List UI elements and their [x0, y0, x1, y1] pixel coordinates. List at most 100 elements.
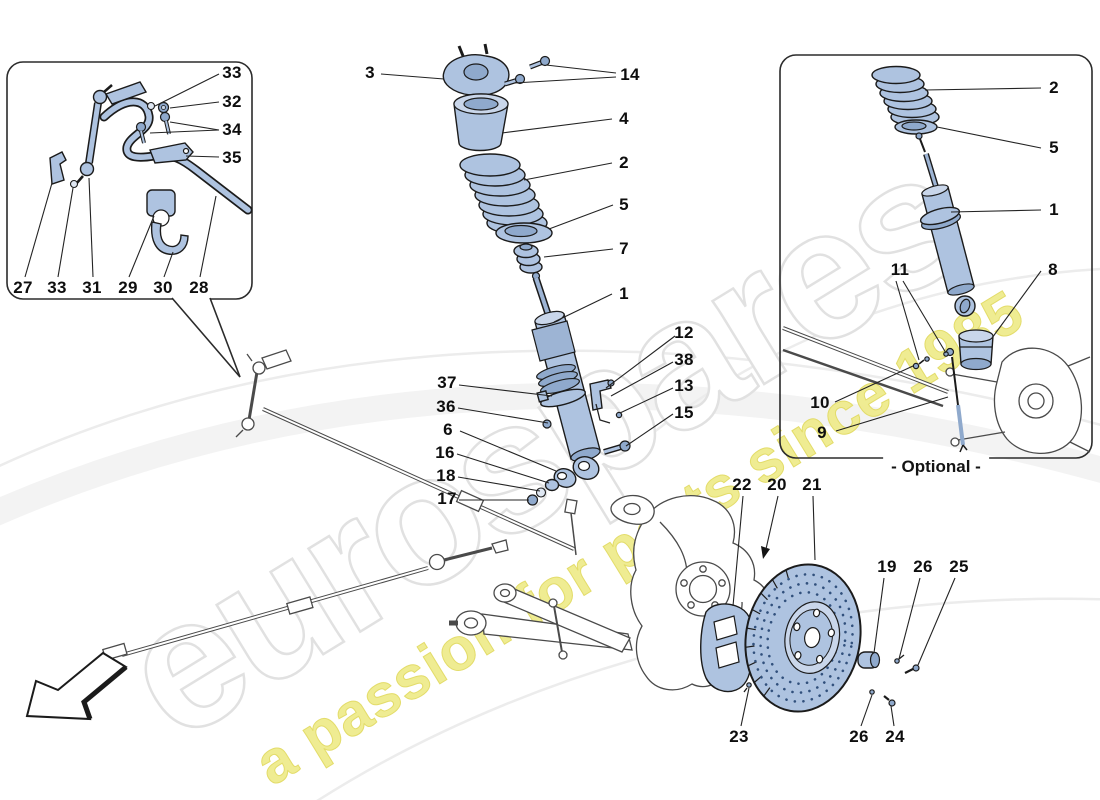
brake-disc-assembly: [700, 546, 920, 713]
leader-line-14: [513, 76, 617, 84]
callout-15: 15: [674, 403, 694, 422]
callout-16: 16: [435, 443, 455, 462]
background-swooshes: [0, 267, 1100, 800]
leader-line-23: [740, 687, 750, 727]
callout-33: 33: [222, 63, 242, 82]
leader-line-19: [873, 577, 885, 654]
anti-roll-bar-inset: [6, 61, 253, 378]
leader-line-24: [890, 705, 895, 727]
leader-line-6: [459, 430, 557, 472]
leader-line-9: [835, 396, 949, 432]
optional-shock-inset: [779, 54, 1093, 459]
callout-13: 13: [674, 376, 694, 395]
leader-line-33: [57, 187, 74, 278]
leader-line-13: [619, 387, 674, 414]
leader-line-18: [457, 476, 541, 492]
callout-35: 35: [222, 148, 242, 167]
leader-line-5: [548, 204, 614, 230]
callout-6: 6: [443, 420, 453, 439]
callout-20-arrowhead: [761, 546, 770, 559]
callout-24: 24: [885, 727, 905, 746]
leader-line-4: [501, 118, 613, 134]
direction-arrow: [25, 651, 128, 721]
callout-18: 18: [436, 466, 456, 485]
inset-pointer-tail: [171, 297, 241, 378]
leader-lines-layer: [24, 64, 1042, 727]
leader-line-7: [543, 248, 614, 258]
callout-27: 27: [13, 278, 33, 297]
callout-5: 5: [1049, 138, 1059, 157]
callout-14: 14: [620, 65, 640, 84]
leader-line-32: [169, 101, 220, 109]
leader-line-5: [936, 126, 1042, 149]
callout-37: 37: [437, 373, 457, 392]
leader-line-20: [765, 495, 779, 550]
callout-28: 28: [189, 278, 209, 297]
leader-line-21: [812, 495, 816, 561]
front-shock-exploded-view: [442, 43, 631, 506]
callout-22: 22: [732, 475, 752, 494]
callout-5: 5: [619, 195, 629, 214]
callout-19: 19: [877, 557, 897, 576]
callout-4: 4: [619, 109, 629, 128]
leader-line-26: [898, 577, 921, 660]
leader-line-34: [169, 121, 220, 131]
leader-line-35: [185, 155, 220, 158]
callout-36: 36: [436, 397, 456, 416]
callout-29: 29: [118, 278, 138, 297]
leader-line-3: [380, 73, 445, 80]
leader-line-28: [199, 195, 217, 278]
callout-32: 32: [222, 92, 242, 111]
leader-line-25: [917, 577, 956, 666]
leader-line-1: [950, 209, 1042, 213]
leader-line-36: [457, 407, 549, 424]
callout-26: 26: [849, 727, 869, 746]
coil-spring-part: [459, 153, 548, 235]
callout-33: 33: [47, 278, 67, 297]
leader-line-31: [88, 177, 94, 278]
leader-line-2: [523, 162, 613, 181]
leader-line-10: [834, 365, 914, 403]
leader-line-12: [605, 335, 676, 389]
callout-38: 38: [674, 350, 694, 369]
leader-line-11: [902, 280, 947, 354]
leader-line-2: [924, 87, 1042, 91]
leader-line-14: [545, 64, 617, 74]
callout-20: 20: [767, 475, 787, 494]
callout-2: 2: [1049, 78, 1059, 97]
leader-line-26: [860, 694, 873, 727]
callout-7: 7: [619, 239, 629, 258]
leader-line-11: [895, 280, 920, 361]
leader-line-33: [154, 73, 220, 107]
callout-17: 17: [437, 489, 457, 508]
callout-12: 12: [674, 323, 694, 342]
leader-line-38: [610, 361, 674, 397]
callout-2: 2: [619, 153, 629, 172]
callout-21: 21: [802, 475, 822, 494]
optional-section-label: - Optional -: [883, 457, 989, 477]
callout-34: 34: [222, 120, 242, 139]
callout-10: 10: [810, 393, 830, 412]
leader-line-1: [553, 293, 613, 323]
brake-disc-part: [744, 563, 862, 713]
leader-line-15: [625, 413, 674, 447]
leader-line-30: [163, 251, 174, 278]
callout-1: 1: [619, 284, 629, 303]
callout-26: 26: [913, 557, 933, 576]
leader-line-37: [458, 384, 553, 397]
callout-25: 25: [949, 557, 969, 576]
leader-line-34: [149, 129, 220, 134]
callout-31: 31: [82, 278, 102, 297]
callout-23: 23: [729, 727, 749, 746]
leader-line-29: [128, 215, 155, 278]
callout-3: 3: [365, 63, 375, 82]
callout-30: 30: [153, 278, 173, 297]
leader-line-22: [732, 495, 744, 607]
leader-line-8: [991, 270, 1042, 339]
callout-11: 11: [890, 260, 910, 279]
callout-9: 9: [817, 423, 827, 442]
callout-8: 8: [1048, 260, 1058, 279]
leader-line-27: [24, 182, 53, 278]
